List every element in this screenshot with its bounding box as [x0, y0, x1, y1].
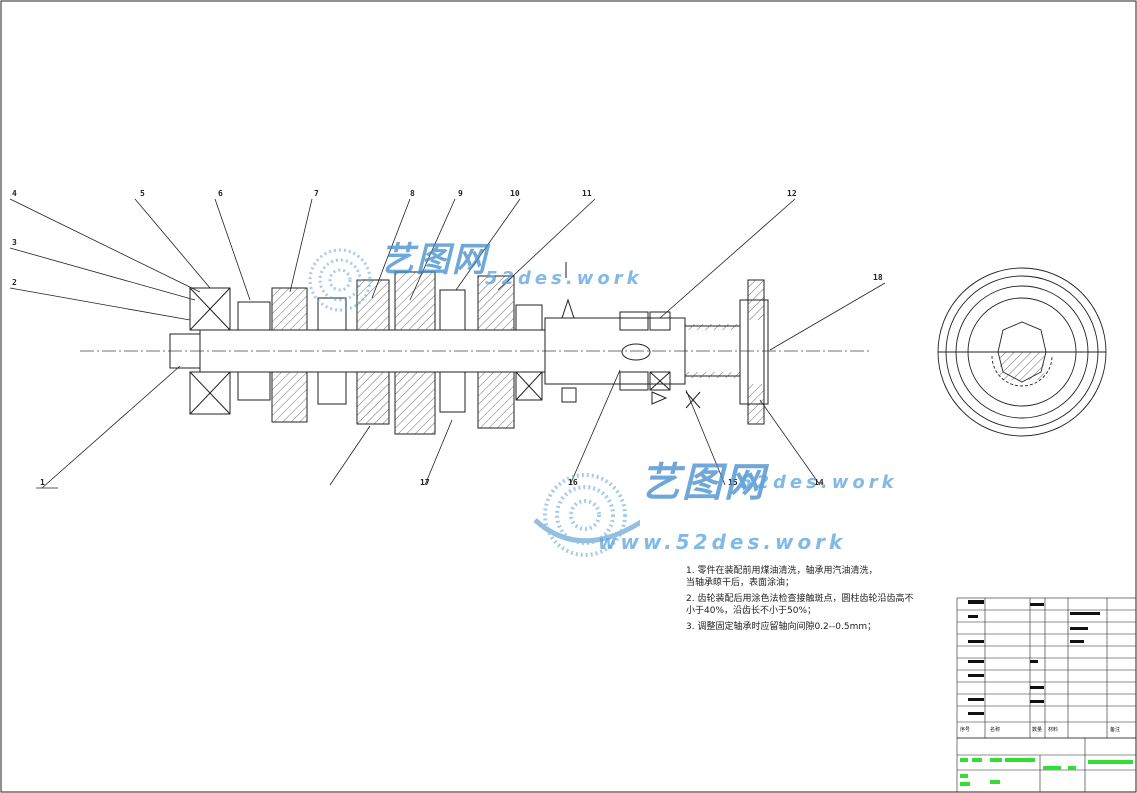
- part-label-9: 9: [458, 189, 463, 198]
- watermark-globe-icon-2: [533, 473, 640, 557]
- part-labels: 1 2 3 4 5 6 7 8 9 10 11 12 14 15 16 17 1…: [12, 189, 883, 487]
- watermark-globe-icon: [308, 248, 372, 312]
- part-label-11: 11: [582, 189, 592, 198]
- technical-requirements: 1. 零件在装配前用煤油清洗，轴承用汽油清洗， 当轴承晾干后，表面涂油； 2. …: [686, 565, 913, 637]
- leader-lines: [9, 198, 886, 489]
- title-block-col-name: 名称: [990, 727, 1001, 733]
- part-label-16: 16: [568, 478, 578, 487]
- part-label-17: 17: [420, 478, 430, 487]
- note-2: 2. 齿轮装配后用涂色法检查接触斑点，圆柱齿轮沿齿高不 小于40%，沿齿长不小于…: [686, 594, 914, 616]
- part-label-10: 10: [510, 189, 520, 198]
- part-label-7: 7: [314, 189, 319, 198]
- title-block-fills: [968, 600, 1100, 715]
- part-label-8: 8: [410, 189, 415, 198]
- title-block-col-seq: 序号: [960, 727, 971, 733]
- title-block-col-material: 材料: [1048, 727, 1059, 733]
- part-label-15: 15: [728, 478, 738, 487]
- part-label-6: 6: [218, 189, 223, 198]
- part-label-1: 1: [40, 478, 45, 487]
- part-label-4: 4: [12, 189, 17, 198]
- end-view: [937, 267, 1107, 437]
- note-1: 1. 零件在装配前用煤油清洗，轴承用汽油清洗， 当轴承晾干后，表面涂油；: [686, 566, 878, 588]
- title-block-highlights: [960, 758, 1133, 786]
- title-block-col-remark: 备注: [1110, 727, 1121, 733]
- part-label-14: 14: [814, 478, 824, 487]
- part-label-5: 5: [140, 189, 145, 198]
- section-hatching: [272, 272, 764, 434]
- shaft-assembly: [169, 262, 769, 435]
- part-label-12: 12: [787, 189, 797, 198]
- title-block: [956, 597, 1137, 793]
- part-label-3: 3: [12, 238, 17, 247]
- title-block-col-qty: 数量: [1032, 727, 1043, 733]
- note-3: 3. 调整固定轴承时应留轴向间隙0.2--0.5mm；: [686, 622, 877, 632]
- part-label-2: 2: [12, 278, 17, 287]
- part-label-18: 18: [873, 273, 883, 282]
